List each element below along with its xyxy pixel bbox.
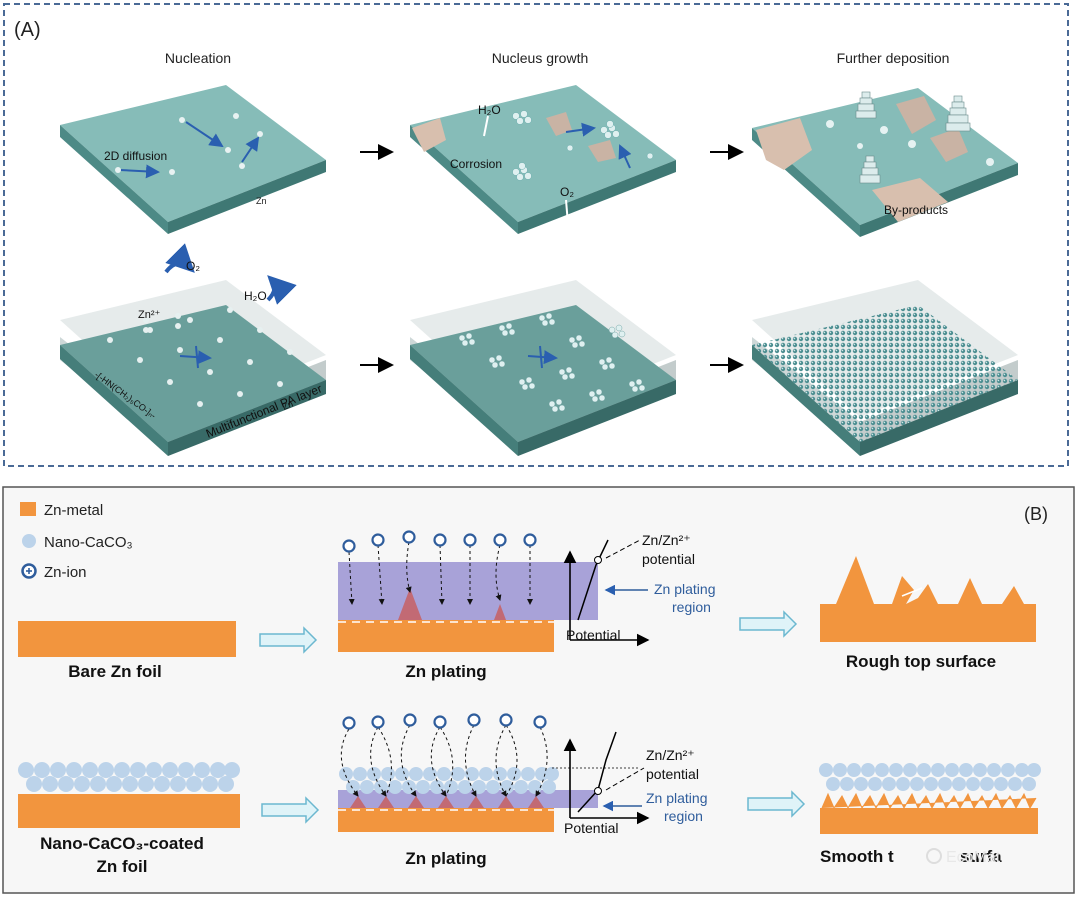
legend-zn-metal-swatch [20,502,36,516]
arrow-b2 [739,610,798,638]
label-water-bottom: H₂O [244,289,267,303]
label-rough: Rough top surface [846,652,996,671]
panel-a-label: (A) [14,19,41,41]
panel-b: (B) Zn-metal Nano-CaCO₃ Zn-ion Bare Zn f… [2,486,1075,894]
bare-zn-foil [18,621,236,657]
label-smooth: Smooth t [820,847,894,866]
label-2d-diffusion: 2D diffusion [104,149,167,163]
stage-title-nucleation: Nucleation [165,50,231,66]
legend-nano: Nano-CaCO₃ [44,534,133,551]
label-zn-ion: Zn²⁺ [138,309,161,321]
label-zn-bottom: Zn [281,399,294,412]
label-plating-bottom: Zn plating [405,849,486,868]
label-axis-potential-top: Potential [566,627,620,643]
label-oxygen-bottom: O₂ [186,259,200,273]
label-coated-2: Zn foil [97,857,148,876]
arrow-b1 [259,626,318,654]
label-water: H₂O [478,103,501,117]
label-plating-region-top-1: Zn plating [654,581,715,597]
slab-bare-further: By-products [752,88,1018,237]
label-potential-top: Zn/Zn²⁺ [642,532,691,548]
label-potential-word-top: potential [642,551,695,567]
slab-pa-growth [410,280,676,456]
rough-surface: Rough top surface [820,556,1036,671]
plating-bottom: Zn/Zn²⁺ potential Zn plating region Pote… [338,713,707,868]
label-corrosion: Corrosion [450,157,502,171]
legend-nano-swatch [22,534,36,548]
slab-bare-growth: H₂O Corrosion O₂ [410,85,676,234]
stage-title-nucleus-growth: Nucleus growth [492,50,589,66]
label-plating-top: Zn plating [405,662,486,681]
coated-foil: Nano-CaCO₃-coated Zn foil [18,762,240,876]
plating-top: Zn/Zn²⁺ potential Zn plating region Pote… [338,530,715,681]
label-oxygen: O₂ [560,185,574,199]
panel-b-label: (B) [1024,504,1048,524]
slab-pa-further [752,280,1018,456]
panel-a-border [3,3,1069,467]
label-zn-top: Zn [256,196,267,206]
label-plating-region-top-2: region [672,599,711,615]
smooth-surface: Smooth t surfa EcoMat [819,763,1041,866]
watermark-icon [926,848,942,864]
label-plating-region-bottom-2: region [664,808,703,824]
panel-a: (A) Nucleation Nucleus growth Further de… [3,3,1069,467]
slab-pa-nucleation: O₂ H₂O Zn²⁺ Multifunctional PA layer -[-… [60,243,326,456]
label-potential-bottom: Zn/Zn²⁺ [646,747,695,763]
label-potential-word-bottom: potential [646,766,699,782]
legend-ion: Zn-ion [44,564,87,581]
stage-title-further-deposition: Further deposition [837,50,950,66]
label-byproducts: By-products [884,203,948,217]
label-smooth-tail: surfa [960,847,1002,866]
label-axis-potential-bottom: Potential [564,820,618,836]
label-plating-region-bottom-1: Zn plating [646,790,707,806]
arrow-b4 [747,790,806,818]
legend-zn-metal: Zn-metal [44,502,103,519]
arrow-b3 [261,796,320,824]
label-bare-foil: Bare Zn foil [68,662,162,681]
label-coated-1: Nano-CaCO₃-coated [40,834,204,853]
slab-bare-nucleation: 2D diffusion Zn [60,85,326,234]
watermark: EcoMat [946,849,1001,866]
